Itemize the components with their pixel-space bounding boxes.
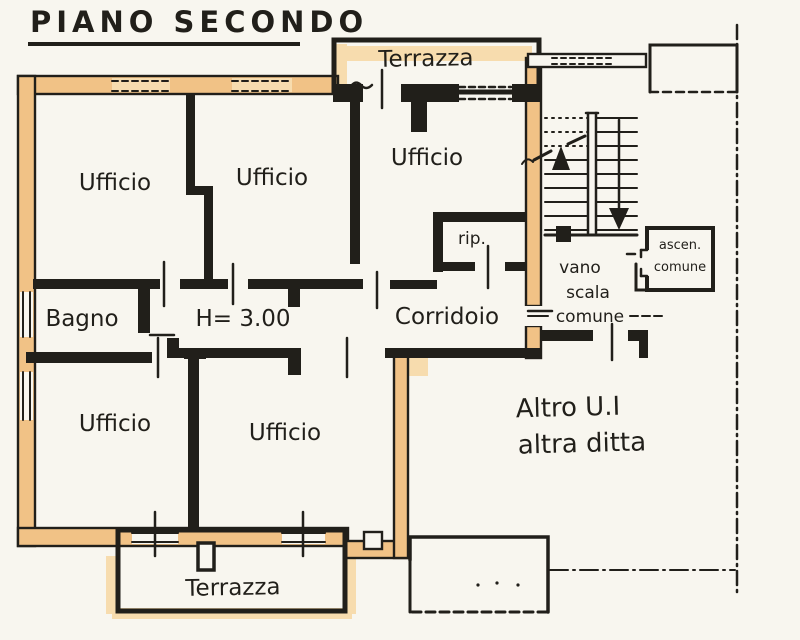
walls-highlighted	[16, 56, 543, 560]
stair-down-arrow	[609, 208, 629, 230]
label-scala-comune: comune	[556, 307, 624, 327]
label-ufficio-top-center: Ufficio	[236, 165, 308, 191]
terrace-bottom	[115, 527, 348, 614]
elevator	[625, 226, 715, 292]
label-corridoio: Corridoio	[395, 304, 499, 330]
label-ufficio-bottom-left: Ufficio	[79, 411, 151, 437]
doors	[148, 68, 614, 558]
label-terrazza-bottom: Terrazza	[184, 574, 281, 602]
label-vano: vano	[559, 258, 601, 278]
label-ceiling-height: H= 3.00	[195, 306, 290, 332]
label-terrazza-top: Terrazza	[377, 45, 474, 73]
boundary	[549, 23, 739, 599]
label-other-unit-line1: Altro U.I	[515, 392, 620, 425]
window-notch	[362, 530, 384, 551]
stairwell-top-wall	[526, 52, 648, 69]
title-block: PIANO SECONDO	[28, 5, 368, 46]
room-labels: Terrazza Ufficio Ufficio Ufficio Bagno H…	[45, 45, 706, 602]
walls-interior	[26, 84, 648, 532]
page-title: PIANO SECONDO	[30, 5, 368, 39]
title-underline	[28, 42, 300, 46]
label-ascensore: ascen.	[659, 238, 701, 253]
label-ufficio-bottom-center: Ufficio	[249, 420, 321, 446]
label-scala: scala	[566, 283, 610, 303]
label-bagno: Bagno	[45, 306, 118, 332]
stair-up-arrow	[552, 146, 570, 170]
balcony-bottom-right	[408, 535, 550, 614]
label-ufficio-top-right: Ufficio	[391, 145, 463, 171]
label-ripostiglio: rip.	[458, 229, 486, 249]
label-ascensore-comune: comune	[654, 260, 706, 275]
label-ufficio-top-left: Ufficio	[79, 170, 151, 196]
staircase	[521, 111, 639, 242]
label-other-unit-line2: altra ditta	[517, 427, 646, 460]
